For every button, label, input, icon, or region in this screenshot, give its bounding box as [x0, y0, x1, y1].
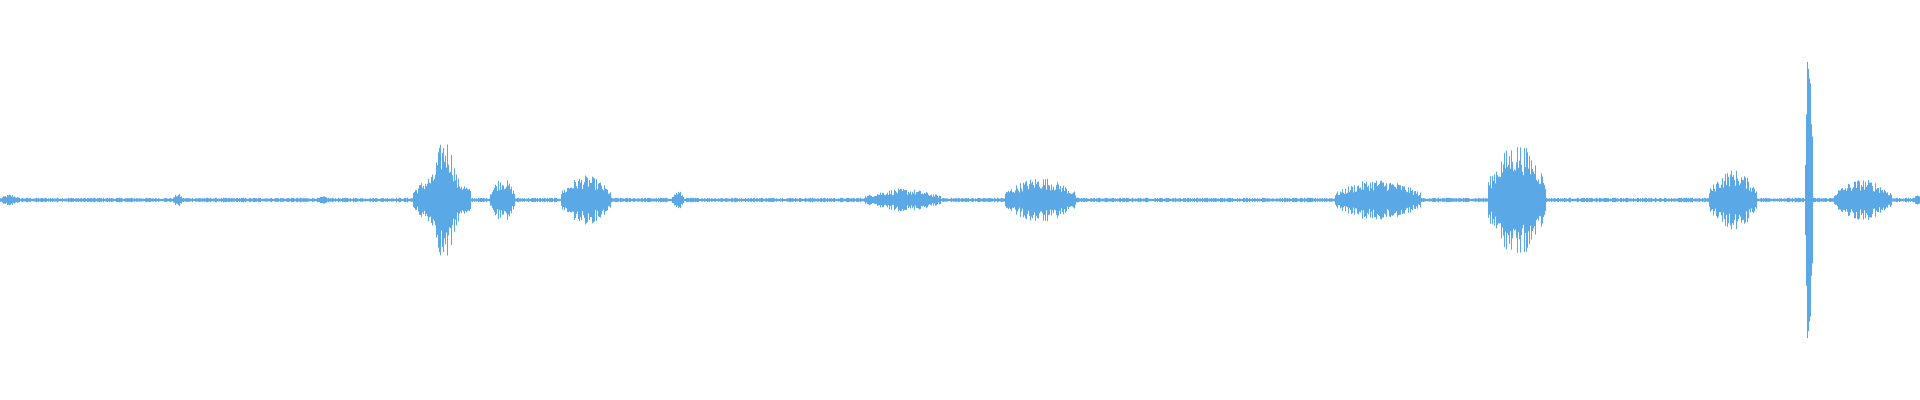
waveform-samples — [0, 61, 1920, 339]
